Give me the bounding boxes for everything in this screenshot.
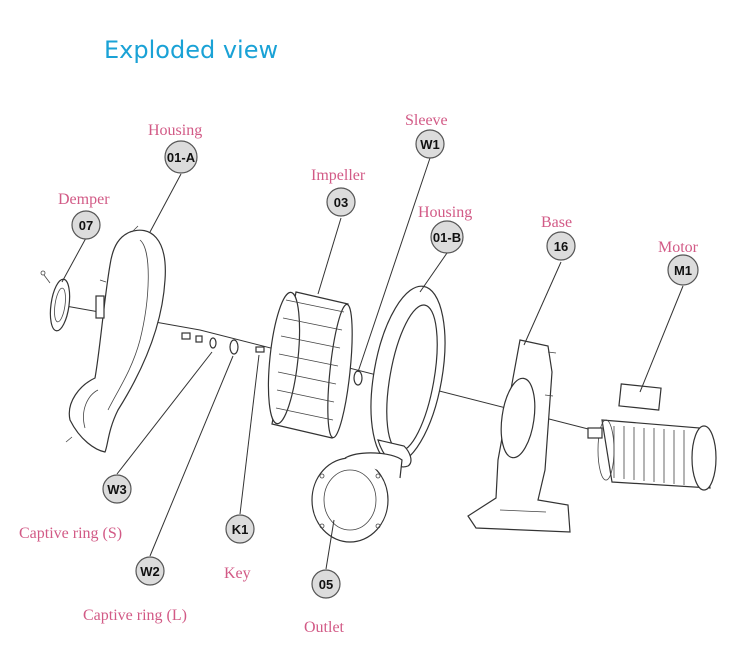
svg-text:M1: M1 <box>674 263 692 278</box>
label-outlet: Outlet <box>304 619 345 636</box>
label-captive-ring-s: Captive ring (S) <box>19 525 122 542</box>
badge-01a: 01-A <box>164 140 198 174</box>
badge-w2: W2 <box>135 556 165 586</box>
label-base: Base <box>541 214 572 231</box>
impeller-part <box>267 291 353 439</box>
badge-16: 16 <box>546 231 576 261</box>
badge-w1: W1 <box>415 129 445 159</box>
captive-ring-s-shape <box>209 337 217 349</box>
badge-03: 03 <box>326 187 356 217</box>
sleeve-shape <box>353 370 363 386</box>
damper-part <box>40 270 71 332</box>
leader-lines <box>61 157 684 570</box>
label-key: Key <box>224 565 251 582</box>
housing-a-part <box>65 225 166 453</box>
label-housing-b: Housing <box>418 204 472 221</box>
svg-text:W3: W3 <box>107 482 127 497</box>
badge-m1: M1 <box>667 254 699 286</box>
svg-text:01-A: 01-A <box>167 150 196 165</box>
badge-01b: 01-B <box>430 220 464 254</box>
diagram-title: Exploded view <box>104 36 279 64</box>
badge-05: 05 <box>311 569 341 599</box>
captive-ring-l-shape <box>229 339 239 355</box>
badge-k1: K1 <box>225 514 255 544</box>
base-part <box>467 339 571 533</box>
svg-text:03: 03 <box>334 195 348 210</box>
svg-text:W1: W1 <box>420 137 440 152</box>
housing-b-part <box>370 285 446 468</box>
svg-text:01-B: 01-B <box>433 230 461 245</box>
badge-w3: W3 <box>102 474 132 504</box>
svg-text:K1: K1 <box>232 522 249 537</box>
label-damper: Demper <box>58 191 110 208</box>
label-impeller: Impeller <box>311 167 366 184</box>
label-sleeve: Sleeve <box>405 112 448 129</box>
outlet-part <box>311 452 403 543</box>
svg-text:07: 07 <box>79 218 93 233</box>
svg-text:W2: W2 <box>140 564 160 579</box>
label-motor: Motor <box>658 239 699 256</box>
svg-text:16: 16 <box>554 239 568 254</box>
svg-text:05: 05 <box>319 577 333 592</box>
badge-07: 07 <box>71 210 101 240</box>
label-captive-ring-l: Captive ring (L) <box>83 607 187 624</box>
small-parts <box>181 332 363 386</box>
motor-part <box>587 383 717 491</box>
label-housing-a: Housing <box>148 122 202 139</box>
key-shape <box>255 346 265 353</box>
